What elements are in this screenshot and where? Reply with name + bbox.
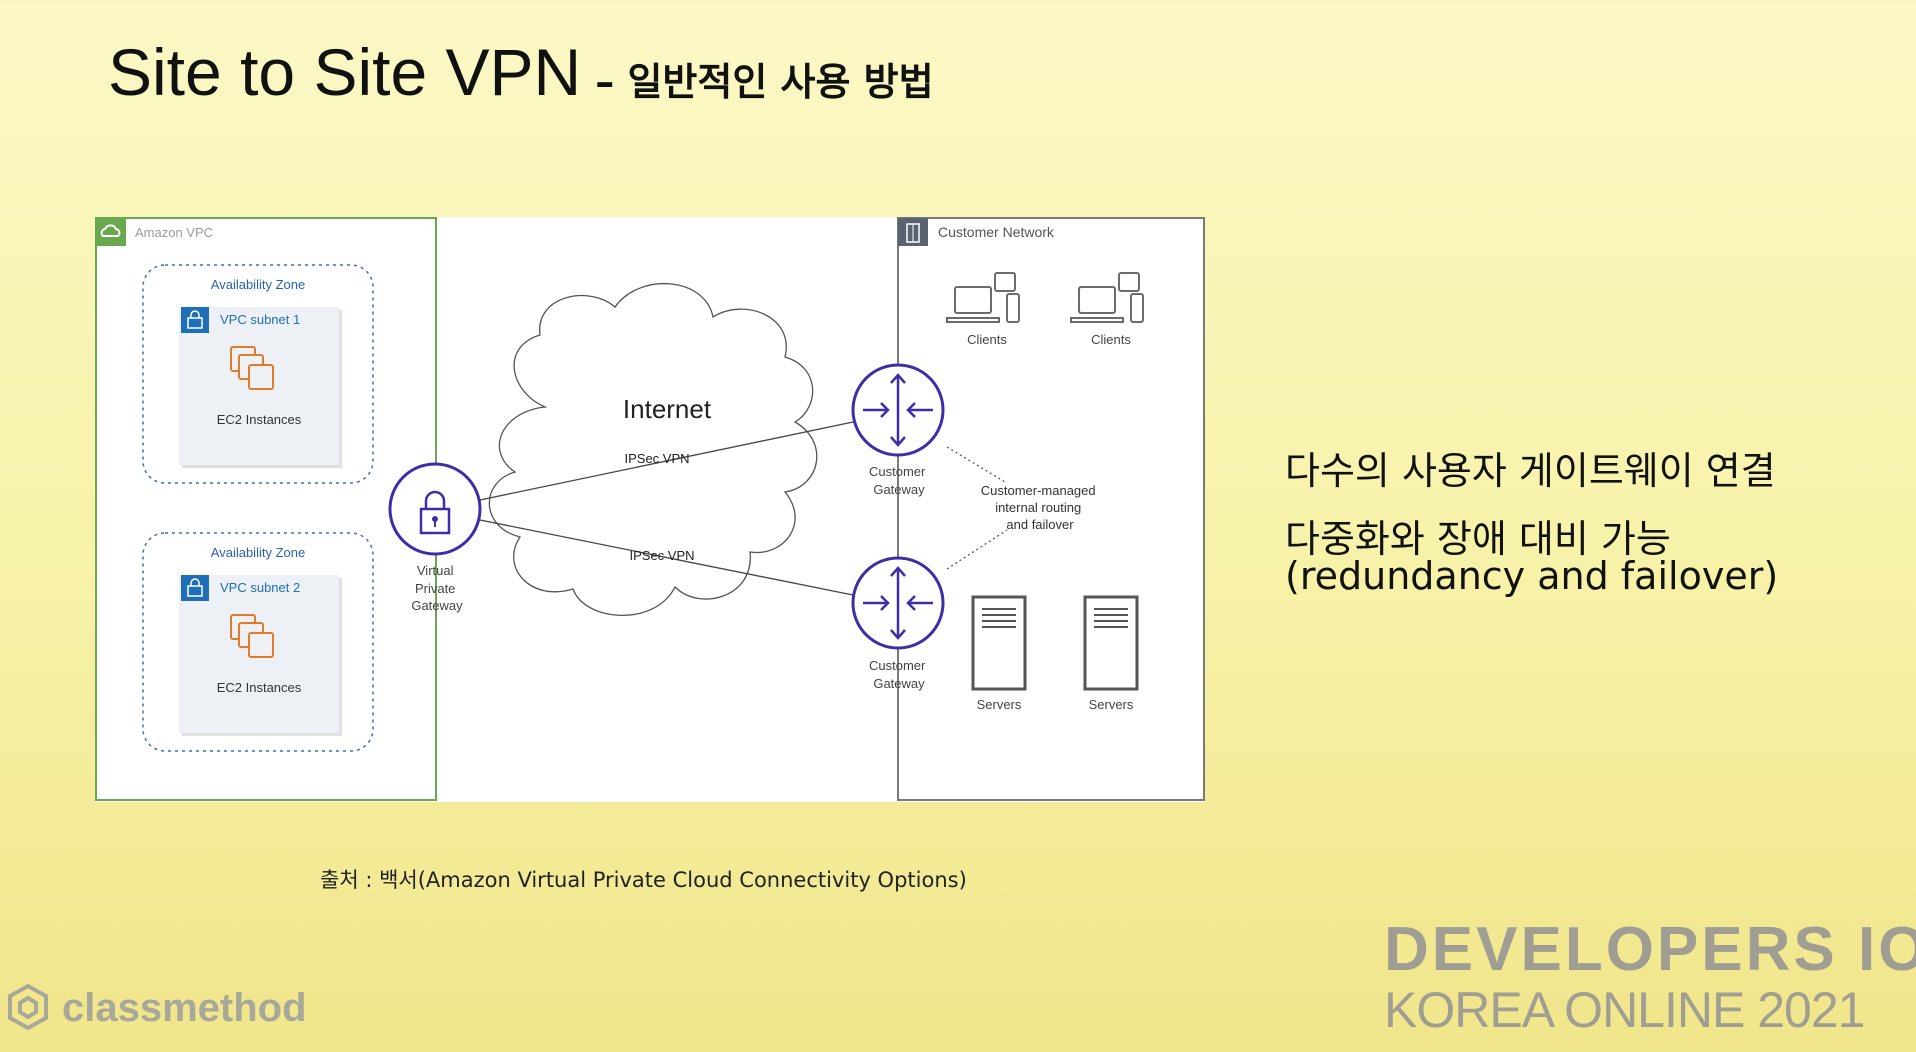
clients-icon	[1070, 272, 1144, 323]
routing-line-bottom	[946, 529, 1008, 570]
bullet-text: 다수의 사용자 게이트웨이 연결	[1285, 449, 1776, 493]
cgw-label-top: Customer Gateway	[869, 464, 929, 497]
routing-label-line: internal routing	[995, 500, 1081, 515]
developersio-line1: DEVELOPERS IO	[1384, 915, 1916, 984]
server-icon	[971, 595, 1027, 691]
diagram-svg: Amazon VPC Customer Network Availability…	[95, 217, 1205, 801]
customer-gateway-icon	[851, 556, 945, 650]
clients-label-1: Clients	[967, 332, 1007, 347]
availability-zone-1	[142, 264, 374, 484]
slide-title: Site to Site VPN – 일반적인 사용 방법	[108, 34, 934, 110]
ipsec-tunnel-top	[479, 421, 854, 501]
bullet-text: 다중화와 장애 대비 가능	[1285, 517, 1671, 561]
internet-cloud-icon	[488, 282, 818, 616]
cgw-label-line: Gateway	[873, 676, 925, 691]
title-subtitle: – 일반적인 사용 방법	[595, 60, 934, 104]
servers-label-2: Servers	[1089, 697, 1134, 712]
vgw-label-line: Virtual	[417, 563, 454, 578]
server-icon	[1083, 595, 1139, 691]
ec2-instances-icon	[230, 346, 274, 390]
cgw-label-line: Customer	[869, 464, 926, 479]
routing-label: Customer-managed internal routing and fa…	[981, 483, 1100, 532]
ec2-instances-icon	[230, 614, 274, 658]
routing-label-line: and failover	[1006, 517, 1074, 532]
ipsec-tunnel-bottom	[479, 519, 854, 596]
availability-zone-2	[142, 532, 374, 752]
subnet2-label: VPC subnet 2	[220, 580, 300, 595]
ec2-label-1: EC2 Instances	[217, 412, 302, 427]
classmethod-logo: classmethod	[0, 978, 307, 1038]
cgw-label-line: Customer	[869, 658, 926, 673]
customer-network-box	[897, 217, 1205, 801]
source-citation: 출처 : 백서(Amazon Virtual Private Cloud Con…	[320, 868, 967, 892]
az1-label: Availability Zone	[211, 277, 305, 292]
customer-network-label: Customer Network	[938, 224, 1055, 240]
building-icon	[898, 218, 928, 246]
routing-line-top	[946, 446, 1006, 483]
vgw-label-line: Gateway	[411, 598, 463, 613]
developersio-line2: KOREA ONLINE 2021	[1384, 982, 1865, 1038]
virtual-private-gateway-icon	[388, 462, 482, 556]
cgw-label-line: Gateway	[873, 482, 925, 497]
routing-label-line: Customer-managed	[981, 483, 1096, 498]
bullet-text: (redundancy and failover)	[1285, 554, 1779, 598]
subnet-lock-icon	[181, 307, 209, 333]
ec2-label-2: EC2 Instances	[217, 680, 302, 695]
developersio-logo: DEVELOPERS IO KOREA ONLINE 2021	[1384, 915, 1916, 1039]
customer-gateway-icon	[851, 363, 945, 457]
clients-label-2: Clients	[1091, 332, 1131, 347]
subnet1-label: VPC subnet 1	[220, 312, 300, 327]
subnet-lock-icon	[181, 575, 209, 601]
az2-label: Availability Zone	[211, 545, 305, 560]
title-main: Site to Site VPN	[108, 35, 582, 109]
internet-label: Internet	[623, 394, 712, 424]
vpc-label: Amazon VPC	[135, 225, 213, 240]
vgw-label: Virtual Private Gateway	[411, 563, 463, 613]
ipsec-label-bottom: IPSec VPN	[629, 548, 694, 563]
ipsec-label-top: IPSec VPN	[624, 451, 689, 466]
servers-label-1: Servers	[977, 697, 1022, 712]
vpc-cloud-icon	[96, 218, 126, 246]
architecture-diagram: Amazon VPC Customer Network Availability…	[95, 217, 1205, 802]
classmethod-text: classmethod	[62, 985, 307, 1030]
cgw-label-bottom: Customer Gateway	[869, 658, 929, 691]
clients-icon	[946, 272, 1020, 323]
classmethod-mark-icon	[8, 983, 48, 1031]
vgw-label-line: Private	[415, 581, 455, 596]
